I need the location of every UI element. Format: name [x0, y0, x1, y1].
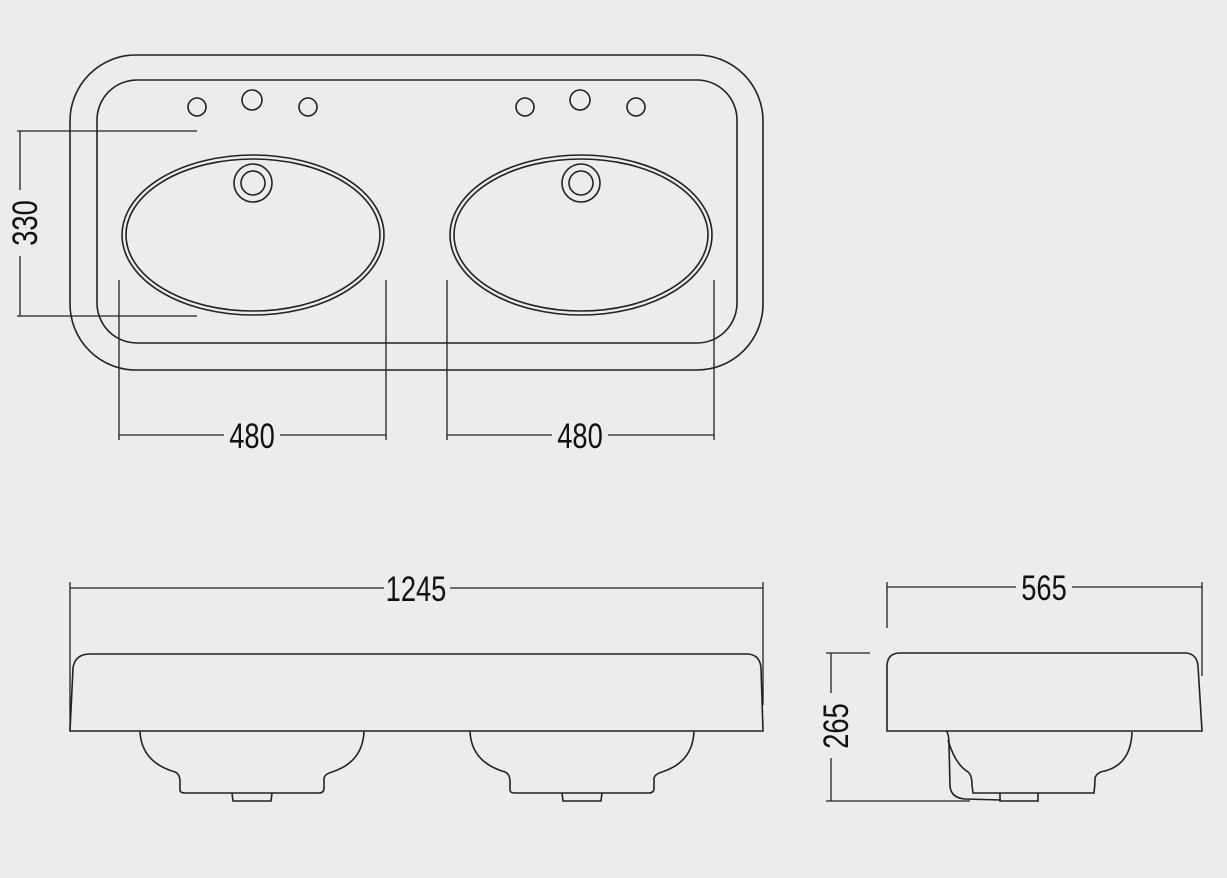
- side-slab: [886, 652, 1203, 732]
- top-view: 330 480 480: [6, 54, 764, 456]
- dimension-565: 565: [886, 569, 1203, 676]
- right-bowl: [449, 89, 713, 316]
- tap-hole: [241, 89, 263, 111]
- dimension-label: 1245: [386, 570, 447, 609]
- front-bowl-right: [469, 730, 695, 794]
- basin-inner-rim: [96, 79, 738, 344]
- drain-icon: [561, 163, 601, 203]
- dimension-label: 330: [6, 200, 45, 246]
- front-view: 1245: [69, 570, 764, 802]
- tap-hole: [187, 97, 207, 117]
- dimension-label: 265: [817, 703, 856, 749]
- tap-hole: [626, 97, 646, 117]
- drain-outlet: [561, 792, 603, 802]
- left-bowl: [121, 89, 385, 316]
- dimension-label: 565: [1021, 569, 1067, 608]
- dimension-label: 480: [557, 417, 603, 456]
- tap-hole: [298, 97, 318, 117]
- tap-hole: [569, 89, 591, 111]
- dimension-265: 265: [817, 652, 970, 802]
- front-slab: [69, 653, 764, 732]
- dimension-480-right: 480: [446, 280, 715, 456]
- drain-outlet: [231, 792, 273, 802]
- tap-hole: [515, 97, 535, 117]
- front-bowl-left: [139, 730, 365, 794]
- basin-outer-outline: [69, 54, 764, 371]
- dimension-1245: 1245: [69, 570, 764, 731]
- drain-outlet: [999, 793, 1039, 802]
- side-view: 565 265: [817, 569, 1203, 802]
- dimension-label: 480: [229, 417, 275, 456]
- side-bowl: [947, 731, 1133, 794]
- side-bowl-back: [945, 730, 1002, 801]
- dimension-480-left: 480: [118, 280, 387, 456]
- drain-icon: [233, 163, 273, 203]
- dimension-330: 330: [6, 130, 197, 317]
